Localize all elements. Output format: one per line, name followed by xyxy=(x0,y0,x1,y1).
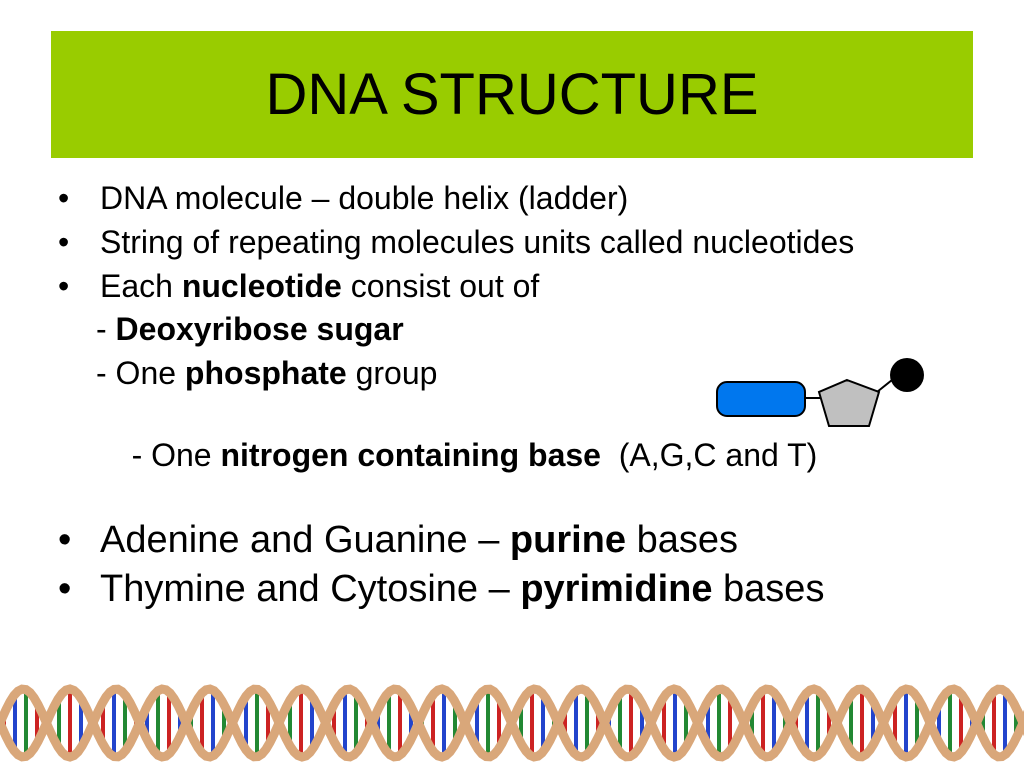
sub-text-pre: - xyxy=(96,311,116,348)
nucleotide-diagram xyxy=(716,358,924,427)
bullet-text: DNA molecule – double helix (ladder) xyxy=(100,180,629,216)
sub-text-post: group xyxy=(346,355,438,391)
bullet-text-post: bases xyxy=(626,519,738,561)
bullet-text-bold: pyrimidine xyxy=(520,567,713,610)
helix-group xyxy=(0,684,1024,762)
bullet-text-bold: purine xyxy=(509,519,627,561)
sugar-pentagon-shape xyxy=(817,378,881,427)
bullet-text-pre: Each xyxy=(100,267,182,304)
bullet-pyrimidine: • Thymine and Cytosine – pyrimidine base… xyxy=(56,567,956,612)
helix-strand xyxy=(0,684,1024,762)
sub-item-deoxyribose: - Deoxyribose sugar xyxy=(56,311,956,349)
sub-item-phosphate: - One phosphate group xyxy=(56,355,956,393)
slide-title: DNA STRUCTURE xyxy=(265,62,759,127)
dna-helix-decoration xyxy=(0,684,1024,762)
bullet-text: String of repeating molecules units call… xyxy=(100,223,855,260)
bullet-dot: • xyxy=(58,223,70,260)
bullet-dot: • xyxy=(58,180,70,216)
bullet-dot: • xyxy=(58,267,70,304)
bullet-each-nucleotide: • Each nucleotide consist out of xyxy=(56,268,956,306)
bullet-string-of-nucleotides: • String of repeating molecules units ca… xyxy=(56,224,956,262)
nitrogen-base-shape xyxy=(716,381,806,417)
bullet-dna-molecule: • DNA molecule – double helix (ladder) xyxy=(56,180,956,218)
sub-text-pre: - One xyxy=(131,436,221,473)
sub-item-nitrogen-base: - One nitrogen containing base (A,G,C an… xyxy=(56,399,956,512)
bullet-purine: • Adenine and Guanine – purine bases xyxy=(56,518,956,563)
phosphate-circle xyxy=(890,358,924,392)
bullet-text-post: consist out of xyxy=(341,267,540,304)
bullet-text-pre: Adenine and Guanine – xyxy=(100,519,510,561)
bullet-text-post: bases xyxy=(712,567,825,610)
sub-text-post: (A,G,C and T) xyxy=(600,436,818,473)
sub-text-bold: nitrogen containing base xyxy=(220,436,601,473)
bullet-dot: • xyxy=(58,519,72,561)
bullet-list: • DNA molecule – double helix (ladder) •… xyxy=(56,180,956,616)
title-bar: DNA STRUCTURE xyxy=(51,31,973,158)
sub-text-pre: - One xyxy=(96,355,185,391)
sub-text-bold: phosphate xyxy=(184,355,347,391)
bullet-text-pre: Thymine and Cytosine – xyxy=(100,567,521,610)
bullet-dot: • xyxy=(58,567,72,610)
bullet-text-bold: nucleotide xyxy=(181,267,342,304)
sub-text-bold: Deoxyribose sugar xyxy=(115,311,404,348)
